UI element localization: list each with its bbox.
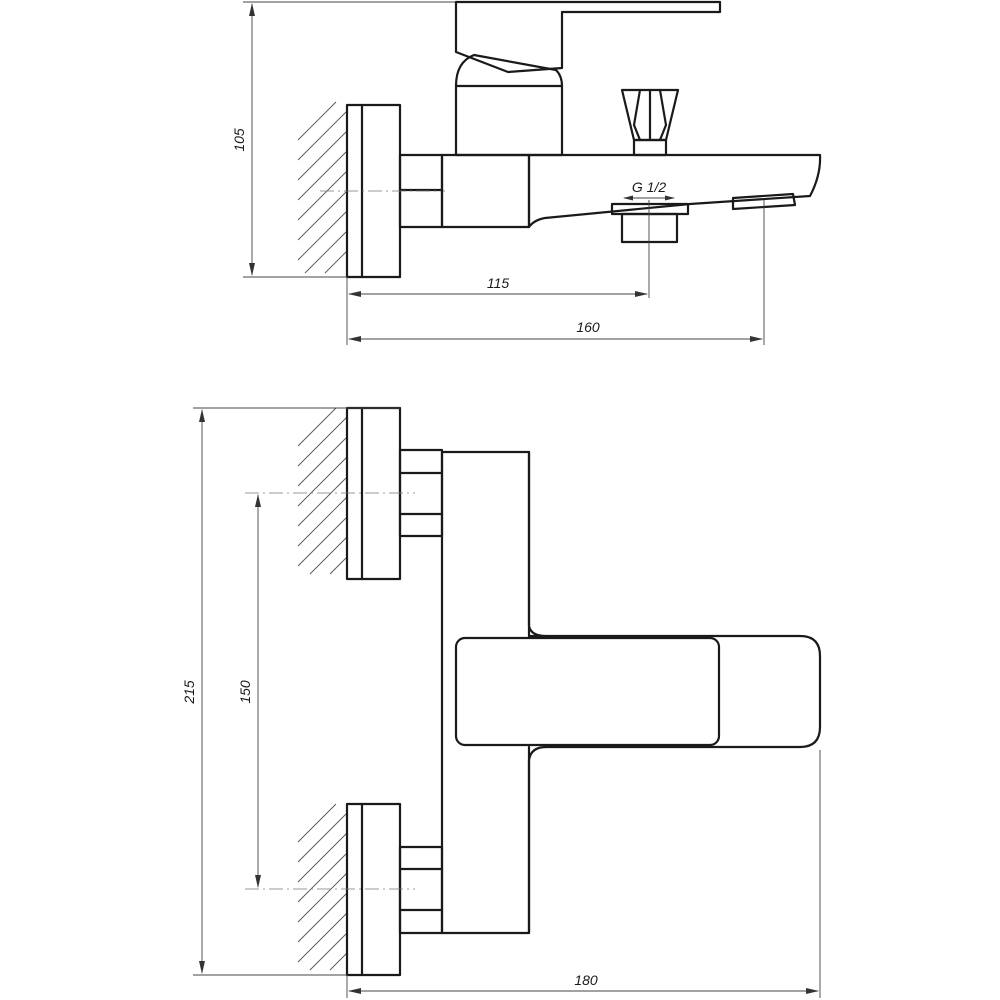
dim-160: 160 [348, 200, 765, 345]
side-body [440, 153, 531, 229]
dim-180-label: 180 [574, 972, 598, 988]
front-wall-hatching-bottom [297, 803, 347, 971]
front-view: 215 150 180 [181, 406, 822, 998]
front-flange-top [345, 406, 444, 581]
side-wall-hatching [297, 101, 347, 274]
front-flange-bottom [345, 802, 444, 977]
side-cartridge-lever [454, 0, 722, 157]
side-outlet-fitting [610, 200, 690, 298]
dim-160-label: 160 [576, 319, 600, 335]
front-body [440, 450, 548, 935]
dim-105-label: 105 [231, 128, 247, 152]
front-wall-hatching-top [297, 407, 347, 575]
dim-115-label: 115 [487, 275, 510, 291]
side-view: 105 115 160 G 1/2 [231, 0, 822, 345]
dim-150: 150 [237, 494, 261, 888]
dim-215-label: 215 [181, 680, 197, 705]
front-spout [454, 634, 822, 749]
dim-thread: G 1/2 [623, 179, 675, 201]
thread-label: G 1/2 [632, 179, 666, 195]
dim-215: 215 [181, 407, 400, 976]
dim-105: 105 [231, 1, 455, 278]
side-spout [527, 153, 822, 229]
side-diverter-knob [620, 88, 680, 157]
dim-180: 180 [346, 750, 821, 998]
side-aerator [731, 192, 797, 211]
dim-115: 115 [346, 275, 648, 345]
dim-150-label: 150 [237, 680, 253, 704]
